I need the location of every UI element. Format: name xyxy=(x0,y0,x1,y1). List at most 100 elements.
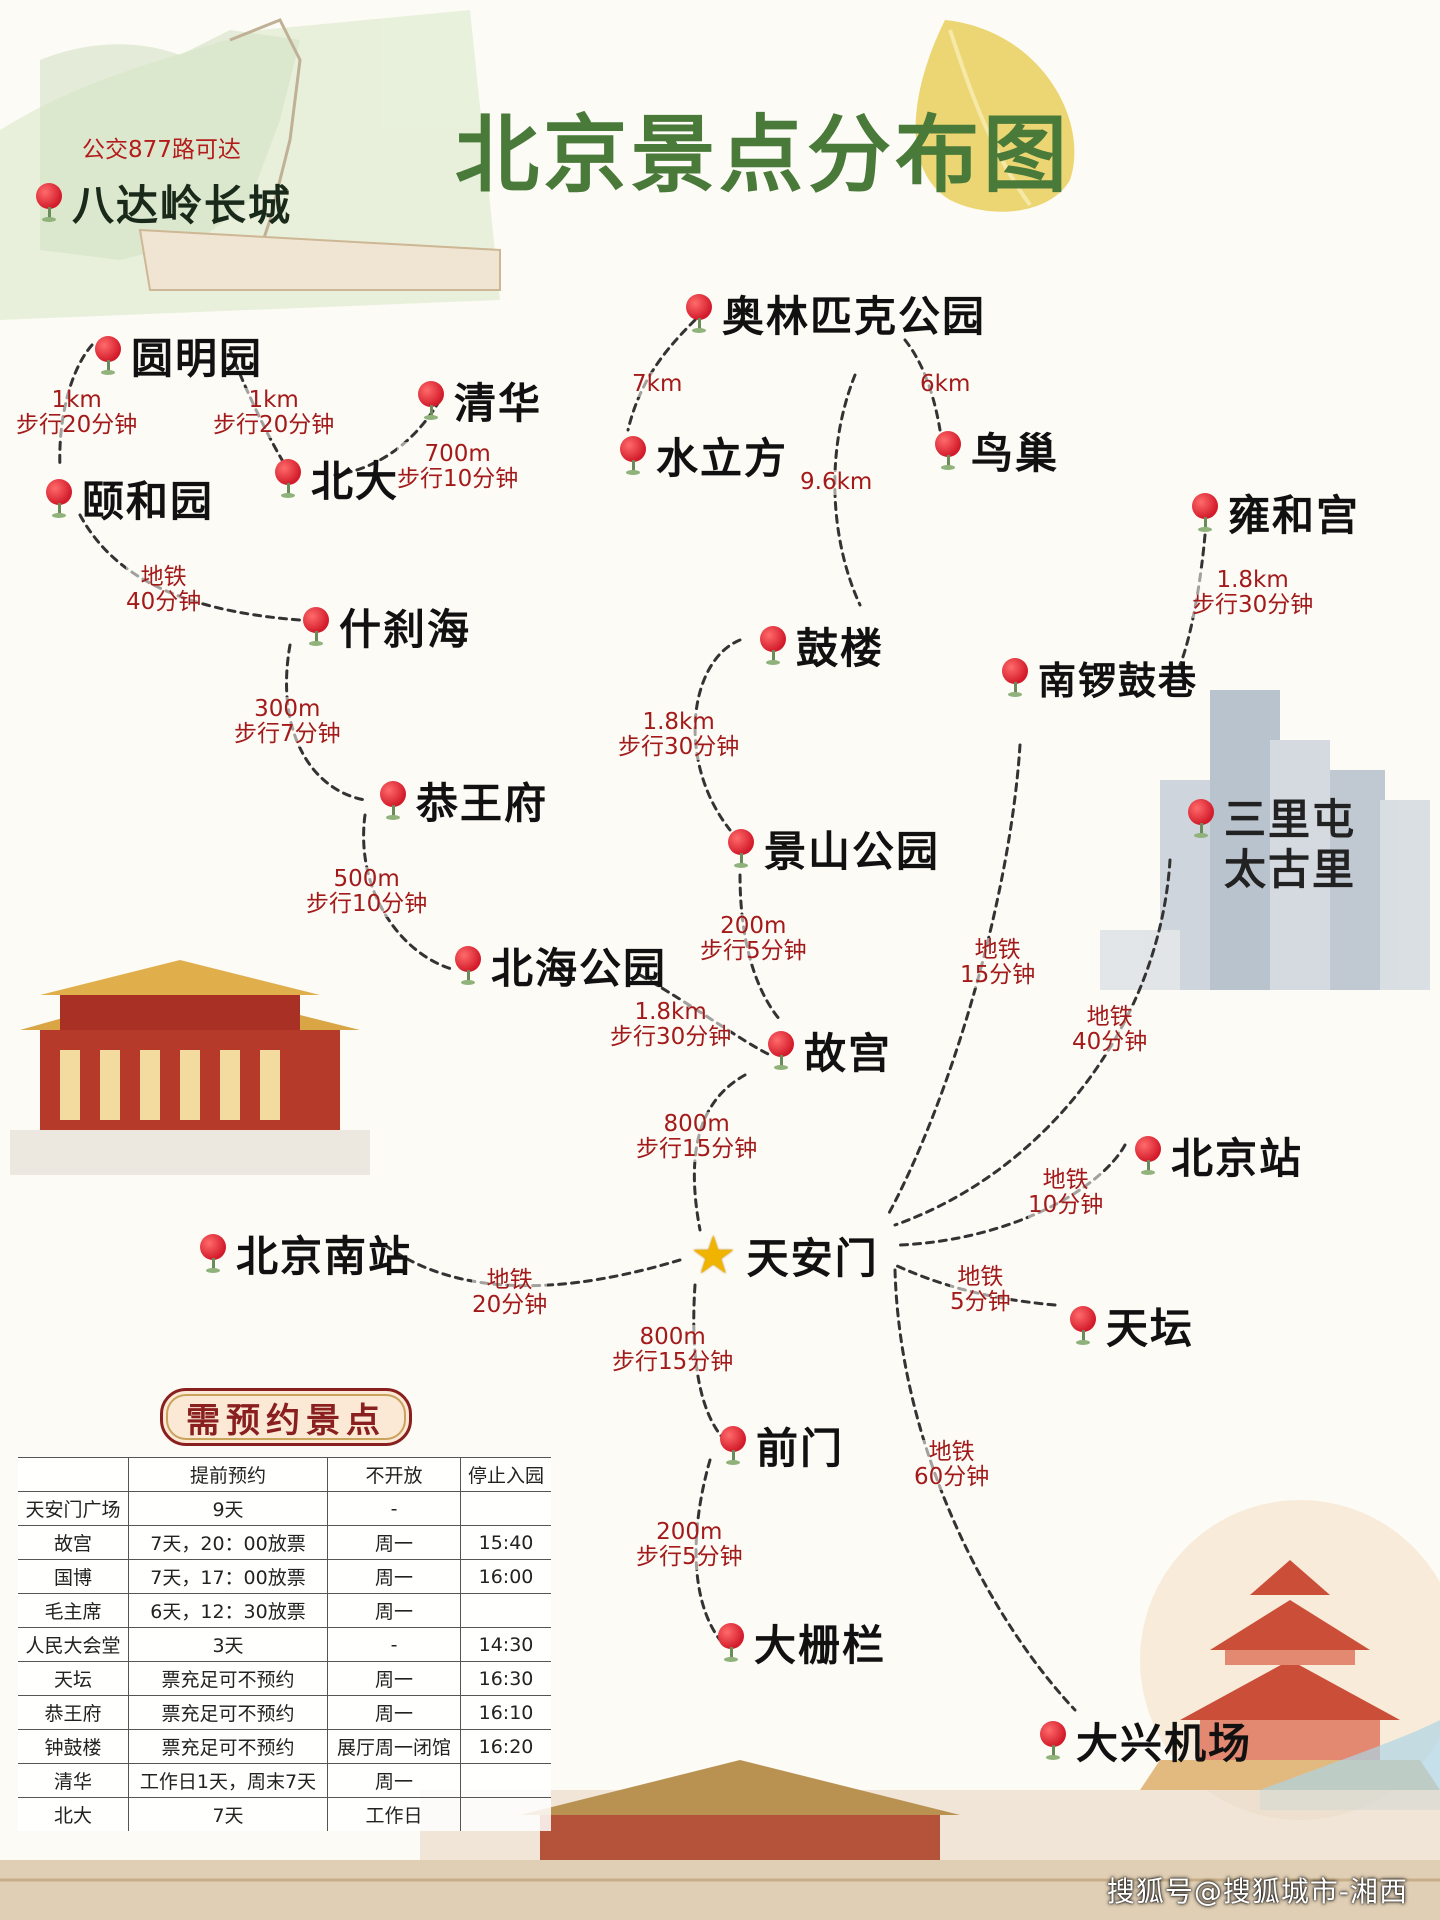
table-cell: 3天 xyxy=(128,1627,328,1662)
spot-yiheyuan[interactable]: 颐和园 xyxy=(46,468,214,529)
badaling-bus-note: 公交877路可达 xyxy=(82,137,241,163)
page-title: 北京景点分布图 xyxy=(455,106,1072,204)
route-distance: 800m xyxy=(663,1111,730,1137)
spot-name: 雍和宫 xyxy=(1228,491,1361,540)
route-time: 步行10分钟 xyxy=(306,891,428,917)
route-distance: 800m xyxy=(639,1324,706,1350)
route-yiheyuan-shichahai xyxy=(78,513,302,622)
route-mode: 地铁 xyxy=(957,1264,1004,1290)
spot-name: 北大 xyxy=(311,457,400,506)
route-distance: 1.8km xyxy=(642,709,715,735)
table-cell: 工作日1天，周末7天 xyxy=(128,1763,328,1798)
table-row: 天坛 票充足可不预约 周一 16:30 xyxy=(18,1661,551,1696)
spot-aolinpike[interactable]: 奥林匹克公园 xyxy=(686,283,986,344)
table-cell: 周一 xyxy=(327,1695,461,1730)
spot-tiantan[interactable]: 天坛 xyxy=(1070,1295,1194,1356)
spot-jingshan[interactable]: 景山公园 xyxy=(728,818,940,879)
route-distance: 7km xyxy=(632,371,683,397)
route-label-aolin-slf: 7km xyxy=(632,371,683,397)
table-row: 毛主席 6天，12：30放票 周一 xyxy=(18,1593,551,1628)
table-cell: 16:20 xyxy=(460,1729,551,1764)
spot-dashilan[interactable]: 大栅栏 xyxy=(718,1612,886,1673)
spot-gongwangfu[interactable]: 恭王府 xyxy=(380,770,548,831)
spot-gulou[interactable]: 鼓楼 xyxy=(760,615,884,676)
spot-daxing[interactable]: 大兴机场 xyxy=(1040,1710,1252,1771)
spot-badaling[interactable]: 八达岭长城 xyxy=(36,172,292,233)
reservation-table: 提前预约 不开放 停止入园 天安门广场 9天 - 故宫 7天，20：00放票 周… xyxy=(18,1457,551,1831)
table-cell: 展厅周一闭馆 xyxy=(327,1729,461,1764)
table-cell: 周一 xyxy=(327,1661,461,1696)
spot-shichahai[interactable]: 什刹海 xyxy=(303,596,471,657)
map-pin-icon xyxy=(935,430,961,471)
map-pin-icon xyxy=(760,625,786,666)
table-cell: 票充足可不预约 xyxy=(128,1729,328,1764)
temple-of-heaven-illustration xyxy=(1140,1500,1440,1820)
bottom-palace-illustration xyxy=(0,1760,1440,1920)
route-label-gl-js: 1.8km 步行30分钟 xyxy=(618,709,740,760)
spot-beijingnanzhan[interactable]: 北京南站 xyxy=(200,1223,412,1284)
spot-beida[interactable]: 北大 xyxy=(275,448,399,509)
table-cell: 钟鼓楼 xyxy=(18,1729,129,1764)
route-time: 步行20分钟 xyxy=(16,412,138,438)
map-pin-icon xyxy=(1135,1135,1161,1176)
table-cell: 7天，17：00放票 xyxy=(128,1559,328,1594)
table-header-row: 提前预约 不开放 停止入园 xyxy=(18,1457,551,1492)
table-cell xyxy=(460,1491,551,1526)
table-cell: 周一 xyxy=(327,1593,461,1628)
route-shichahai-gongwangfu xyxy=(285,643,367,802)
route-distance: 500m xyxy=(333,866,400,892)
route-nanluoguxiang-tiananmen xyxy=(886,743,1022,1217)
table-cell: - xyxy=(327,1627,461,1662)
spot-beihai[interactable]: 北海公园 xyxy=(455,935,667,996)
table-cell xyxy=(460,1593,551,1628)
spot-name: 圆明园 xyxy=(131,334,264,383)
table-cell: 天坛 xyxy=(18,1661,129,1696)
spot-shuilifang[interactable]: 水立方 xyxy=(620,425,788,486)
route-time: 步行15分钟 xyxy=(612,1349,734,1375)
route-time: 步行30分钟 xyxy=(618,734,740,760)
spot-name: 恭王府 xyxy=(416,779,549,828)
route-gugong-tiananmen xyxy=(692,1073,747,1232)
route-label-ymy-bd: 1km 步行20分钟 xyxy=(213,388,335,438)
table-row: 钟鼓楼 票充足可不预约 展厅周一闭馆 16:20 xyxy=(18,1729,551,1764)
table-cell: 6天，12：30放票 xyxy=(128,1593,328,1628)
spot-qinghua[interactable]: 清华 xyxy=(418,370,542,431)
spot-name: 鸟巢 xyxy=(971,429,1060,478)
spot-name: 八达岭长城 xyxy=(72,181,293,230)
spot-qianmen[interactable]: 前门 xyxy=(720,1415,844,1476)
route-distance: 9.6km xyxy=(800,469,873,495)
table-cell: 16:00 xyxy=(460,1559,551,1594)
spot-yonghegong[interactable]: 雍和宫 xyxy=(1192,482,1360,543)
table-cell: - xyxy=(327,1491,461,1526)
route-time: 40分钟 xyxy=(126,589,202,615)
spot-sanlitun[interactable]: 三里屯 太古里 xyxy=(1188,795,1356,895)
route-label-tam-qm: 800m 步行15分钟 xyxy=(612,1324,734,1375)
table-cell: 9天 xyxy=(128,1491,328,1526)
map-pin-icon xyxy=(768,1030,794,1071)
table-row: 人民大会堂 3天 - 14:30 xyxy=(18,1627,551,1662)
route-label-bjz-tam: 地铁 10分钟 xyxy=(1028,1168,1104,1218)
map-pin-icon xyxy=(380,780,406,821)
route-label-js-gg: 200m 步行5分钟 xyxy=(700,914,807,964)
route-label-bjnz-tam: 地铁 20分钟 xyxy=(472,1268,548,1318)
table-header: 不开放 xyxy=(327,1457,461,1492)
route-label-qm-dsl: 200m 步行5分钟 xyxy=(636,1520,743,1570)
route-label-nlg-tam: 地铁 15分钟 xyxy=(960,937,1036,988)
spot-tiananmen[interactable]: ★ 天安门 xyxy=(690,1225,879,1286)
spot-yuanmingyuan[interactable]: 圆明园 xyxy=(95,325,263,386)
spot-niaochao[interactable]: 鸟巢 xyxy=(935,420,1059,481)
route-time: 步行20分钟 xyxy=(213,412,335,438)
spot-beijingzhan[interactable]: 北京站 xyxy=(1135,1125,1303,1186)
map-pin-icon xyxy=(455,945,481,986)
table-cell: 国博 xyxy=(18,1559,129,1594)
route-mode: 地铁 xyxy=(974,937,1021,963)
route-label-gg-tam: 800m 步行15分钟 xyxy=(636,1111,758,1162)
route-label-bh-gg: 1.8km 步行30分钟 xyxy=(610,1000,732,1050)
table-cell: 毛主席 xyxy=(18,1593,129,1628)
route-mode: 地铁 xyxy=(928,1439,975,1465)
palace-illustration xyxy=(10,960,370,1175)
table-cell: 工作日 xyxy=(327,1797,461,1831)
route-label-gwf-bh: 500m 步行10分钟 xyxy=(306,866,428,917)
spot-gugong[interactable]: 故宫 xyxy=(768,1020,892,1081)
spot-nanluoguxiang[interactable]: 南锣鼓巷 xyxy=(1002,650,1198,705)
